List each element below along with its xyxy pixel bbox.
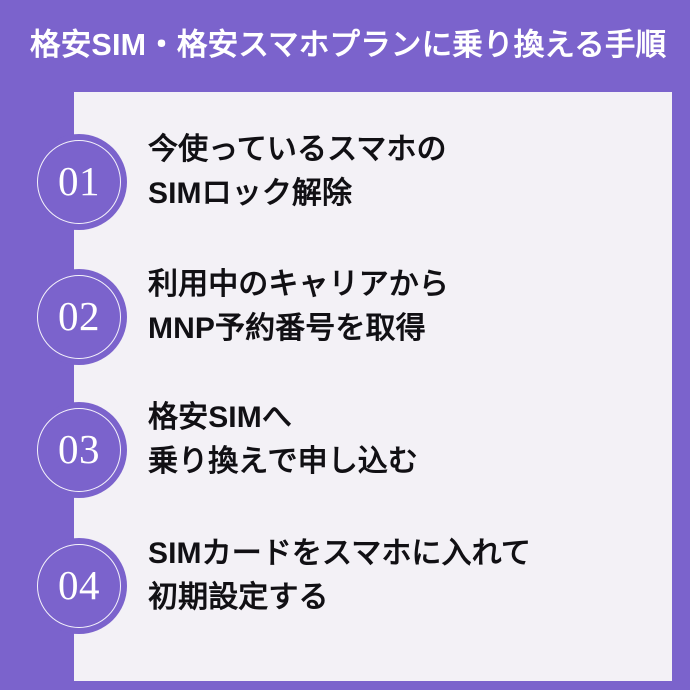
step-number-badge: 02 bbox=[31, 269, 127, 365]
step-number-label: 04 bbox=[58, 561, 100, 608]
step-text: 格安SIMへ 乗り換えで申し込む bbox=[148, 396, 668, 484]
steps-list: 01 今使っているスマホの SIMロック解除 02 利用中のキャリアから MNP… bbox=[0, 92, 690, 681]
step-number-badge: 01 bbox=[31, 134, 127, 230]
list-item: 03 格安SIMへ 乗り換えで申し込む bbox=[0, 384, 690, 519]
step-number-badge: 03 bbox=[31, 402, 127, 498]
page-title: 格安SIM・格安スマホプランに乗り換える手順 bbox=[30, 28, 667, 62]
list-item: 04 SIMカードをスマホに入れて 初期設定する bbox=[0, 520, 690, 655]
step-text: SIMカードをスマホに入れて 初期設定する bbox=[148, 532, 668, 620]
step-text-line-1: 今使っているスマホの bbox=[148, 133, 447, 166]
step-number-label: 01 bbox=[58, 157, 100, 204]
content-panel bbox=[74, 92, 672, 681]
step-text-line-2: MNP予約番号を取得 bbox=[148, 312, 426, 346]
step-text-line-1: 利用中のキャリアから bbox=[148, 268, 449, 301]
step-text-line-1: 格安SIMへ bbox=[148, 401, 292, 434]
list-item: 02 利用中のキャリアから MNP予約番号を取得 bbox=[0, 251, 690, 386]
step-text-line-2: 初期設定する bbox=[148, 581, 329, 615]
step-number-label: 02 bbox=[58, 292, 100, 339]
step-number-label: 03 bbox=[58, 425, 100, 472]
step-text-line-2: SIMロック解除 bbox=[148, 177, 353, 211]
step-text: 今使っているスマホの SIMロック解除 bbox=[148, 128, 668, 216]
list-item: 01 今使っているスマホの SIMロック解除 bbox=[0, 116, 690, 251]
step-text: 利用中のキャリアから MNP予約番号を取得 bbox=[148, 263, 668, 351]
step-text-line-2: 乗り換えで申し込む bbox=[148, 445, 418, 479]
step-text-line-1: SIMカードをスマホに入れて bbox=[148, 537, 531, 570]
step-number-badge: 04 bbox=[31, 538, 127, 634]
header-bar: 格安SIM・格安スマホプランに乗り換える手順 bbox=[0, 0, 690, 92]
